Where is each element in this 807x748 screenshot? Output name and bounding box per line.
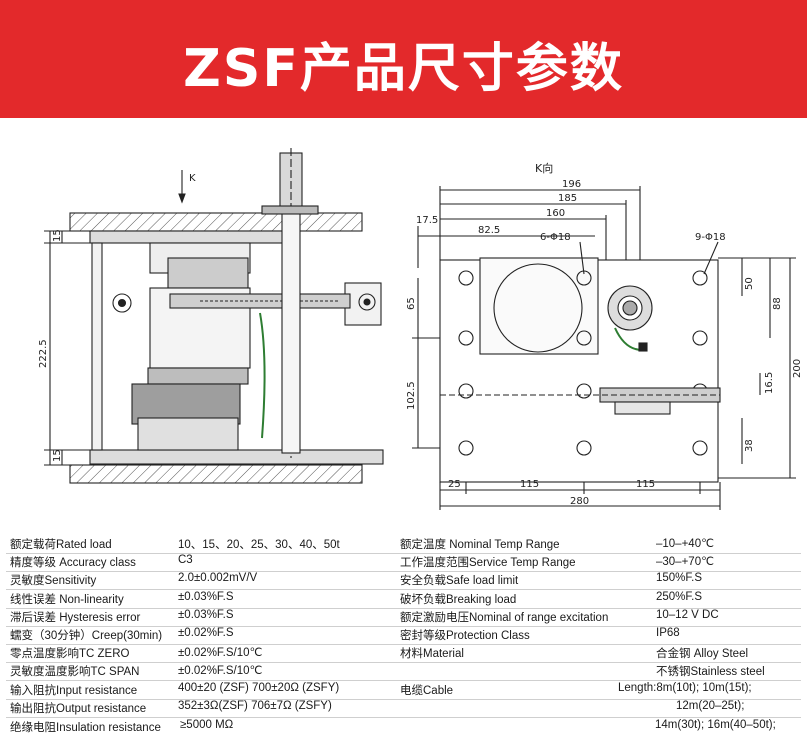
dim-102-5: 102.5 [406,381,417,410]
spec-row: 零点温度影响TC ZERO ±0.02%F.S/10℃ 材料Material 合… [0,645,807,663]
spec-value: 12m(20–25t); [676,700,745,712]
dim-25: 25 [448,479,461,490]
spec-value: 10–12 V DC [656,609,719,621]
row-divider [6,589,801,590]
dim-160: 160 [546,208,565,219]
spec-row: 灵敏度Sensitivity 2.0±0.002mV/V 安全负载Safe lo… [0,572,807,590]
spec-label: 线性误差 Non-linearity [10,594,124,606]
spec-row: 绝缘电阻Insulation resistance ≥5000 MΩ 14m(3… [0,719,807,737]
spec-value: C3 [178,554,193,566]
row-divider [6,644,801,645]
spec-value: 10、15、20、25、30、40、50t [178,539,340,551]
dim-185: 185 [558,193,577,204]
spec-label: 输入阻抗Input resistance [10,685,138,697]
row-divider [6,626,801,627]
spec-label: 破坏负载Breaking load [400,594,517,606]
spec-row: 输出阻抗Output resistance 352±3Ω(ZSF) 706±7Ω… [0,700,807,718]
spec-label: 电缆Cable [400,685,454,697]
spec-row: 输入阻抗Input resistance 400±20 (ZSF) 700±20… [0,682,807,700]
spec-label: 输出阻抗Output resistance [10,703,147,715]
row-divider [6,680,801,681]
spec-label: 额定激励电压Nominal of range excitation [400,612,609,624]
dim-17-5: 17.5 [416,215,438,226]
spec-value: 400±20 (ZSF) 700±20Ω (ZSFY) [178,682,340,694]
spec-value: 不锈钢Stainless steel [656,666,765,678]
title-banner: ZSF产品尺寸参数 [0,0,807,118]
row-divider [6,608,801,609]
spec-value: ±0.02%F.S [178,627,234,639]
dim-50: 50 [744,277,755,290]
spec-value: ±0.03%F.S [178,609,234,621]
spec-value: 合金钢 Alloy Steel [656,648,749,660]
spec-label: 材料Material [400,648,464,660]
spec-value: 352±3Ω(ZSF) 706±7Ω (ZSFY) [178,700,332,712]
spec-value: ±0.02%F.S/10℃ [178,665,263,677]
spec-value: IP68 [656,627,680,639]
spec-label: 安全负载Safe load limit [400,575,519,587]
spec-label: 额定载荷Rated load [10,539,112,551]
spec-row: 线性误差 Non-linearity ±0.03%F.S 破坏负载Breakin… [0,591,807,609]
spec-label: 密封等级Protection Class [400,630,530,642]
top-view [412,186,796,510]
spec-label: 零点温度影响TC ZERO [10,648,130,660]
spec-value: 2.0±0.002mV/V [178,572,258,584]
dim-38: 38 [744,439,755,452]
dim-height-222-5: 222.5 [38,339,49,368]
dim-65: 65 [406,297,417,310]
spec-label: 额定温度 Nominal Temp Range [400,539,560,551]
row-divider [6,699,801,700]
spec-row: 额定载荷Rated load 10、15、20、25、30、40、50t 额定温… [0,536,807,554]
spec-label: 滞后误差 Hysteresis error [10,612,141,624]
side-view: K [44,148,384,484]
dim-88: 88 [772,297,783,310]
direction-label: K [189,173,196,184]
hole-label-9: 9-Φ18 [695,232,726,243]
spec-value: Length:8m(10t); 10m(15t); [618,682,752,694]
spec-row: 灵敏度温度影响TC SPAN ±0.02%F.S/10℃ 不锈钢Stainles… [0,663,807,681]
dim-280: 280 [570,496,589,507]
row-divider [6,662,801,663]
spec-label: 灵敏度温度影响TC SPAN [10,666,140,678]
spec-table: 额定载荷Rated load 10、15、20、25、30、40、50t 额定温… [0,533,807,748]
dim-115-b: 115 [636,479,655,490]
spec-label: 绝缘电阻Insulation resistance [10,722,161,734]
row-divider [6,717,801,718]
spec-value: 150%F.S [656,572,703,584]
row-divider [6,553,801,554]
dim-top-15: 15 [52,229,63,242]
spec-label: 灵敏度Sensitivity [10,575,97,587]
spec-value: –10–+40℃ [656,538,715,550]
dim-196: 196 [562,179,581,190]
view-label: K向 [535,161,553,175]
spec-row: 蠕变（30分钟）Creep(30min) ±0.02%F.S 密封等级Prote… [0,627,807,645]
dim-82-5: 82.5 [478,225,500,236]
spec-value: ±0.03%F.S [178,591,234,603]
spec-value: 250%F.S [656,591,703,603]
spec-value: ≥5000 MΩ [180,719,234,731]
row-divider [6,571,801,572]
spec-label: 工作温度范围Service Temp Range [400,557,576,569]
spec-value: 14m(30t); 16m(40–50t); [655,719,776,731]
dim-bottom-15: 15 [52,449,63,462]
spec-value: –30–+70℃ [656,556,715,568]
dim-16-5: 16.5 [764,372,775,394]
banner-title: ZSF产品尺寸参数 [183,39,624,99]
spec-value: ±0.02%F.S/10℃ [178,647,263,659]
spec-label: 精度等级 Accuracy class [10,557,136,569]
technical-drawing: K [0,118,807,533]
spec-label: 蠕变（30分钟）Creep(30min) [10,630,163,642]
spec-row: 精度等级 Accuracy class C3 工作温度范围Service Tem… [0,554,807,572]
dim-200: 200 [792,359,803,378]
spec-row: 滞后误差 Hysteresis error ±0.03%F.S 额定激励电压No… [0,609,807,627]
hole-label-6: 6-Φ18 [540,232,571,243]
dim-115-a: 115 [520,479,539,490]
